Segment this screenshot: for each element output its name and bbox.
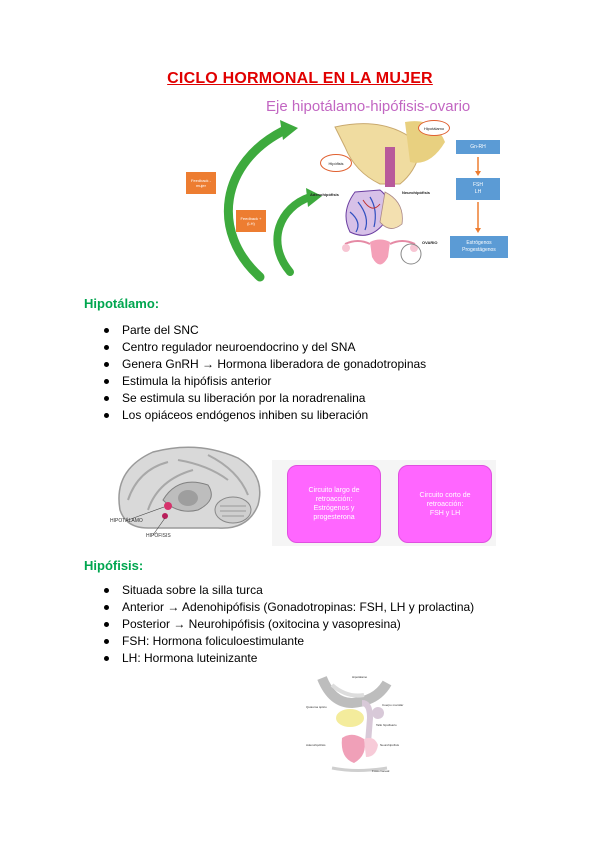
label-fosa: Fosa craneal xyxy=(372,769,390,773)
label-adenohipofisis-fig3: Adenohipófisis xyxy=(306,743,326,747)
label-hipotalamo: Hipotálamo xyxy=(418,120,450,136)
list-item: LH: Hormona luteinizante xyxy=(100,650,474,667)
label-hipotalamo-fig3: Hipotálamo xyxy=(352,675,368,679)
section-heading-hipotalamo: Hipotálamo: xyxy=(84,296,160,311)
label-adenohipofisis: Adenohipófisis xyxy=(310,192,339,197)
label-cuerpo-mamilar: Cuerpo mamilar xyxy=(382,703,404,707)
hipotalamo-list: Parte del SNC Centro regulador neuroendo… xyxy=(100,322,426,424)
axis-diagram-title: Eje hipotálamo-hipófisis-ovario xyxy=(266,98,471,115)
feedback-positive-box: Feedback + (LH) xyxy=(236,210,266,232)
list-item: Se estimula su liberación por la noradre… xyxy=(100,390,426,407)
list-item: Los opiáceos endógenos inhiben su libera… xyxy=(100,407,426,424)
list-item: Genera GnRH → Hormona liberadora de gona… xyxy=(100,356,426,373)
feedback-long-box: Circuito largo de retroacción: Estrógeno… xyxy=(287,465,381,543)
label-neurohipofisis-fig3: Neurohipófisis xyxy=(380,743,400,747)
label-tallo: Tallo hipofisario xyxy=(376,723,397,727)
list-item: Centro regulador neuroendocrino y del SN… xyxy=(100,339,426,356)
brain-diagram: HIPOTÁLAMO HIPÓFISIS xyxy=(108,440,268,544)
list-item: Parte del SNC xyxy=(100,322,426,339)
list-item: FSH: Hormona foliculoestimulante xyxy=(100,633,474,650)
hipofisis-list: Situada sobre la silla turca Anterior → … xyxy=(100,582,474,667)
axis-diagram-art xyxy=(223,120,481,282)
brain-illustration xyxy=(118,446,261,536)
pituitary-diagram: Hipotálamo Quiasma óptico Cuerpo mamilar… xyxy=(302,673,417,776)
list-item: Estimula la hipófisis anterior xyxy=(100,373,426,390)
flow-fsh-lh-box: FSH LH xyxy=(456,178,500,200)
feedback-negative-box: Feedback - mujer xyxy=(186,172,216,194)
label-neurohipofisis: Neurohipófisis xyxy=(402,190,431,195)
label-hipotalamo-brain: HIPOTÁLAMO xyxy=(110,518,143,524)
feedback-short-box: Circuito corto de retroacción: FSH y LH xyxy=(398,465,492,543)
label-hipofisis: Hipófisis xyxy=(320,154,352,172)
list-item: Posterior → Neurohipófisis (oxitocina y … xyxy=(100,616,474,633)
label-ovario: OVARIO xyxy=(422,240,438,245)
axis-diagram: Eje hipotálamo-hipófisis-ovario Feedback… xyxy=(180,92,515,282)
flow-estrogenos-box: Estrógenos Progestágenos xyxy=(450,236,508,258)
label-quiasma: Quiasma óptico xyxy=(306,705,327,709)
pituitary-illustration xyxy=(317,675,392,772)
list-item: Anterior → Adenohipófisis (Gonadotropina… xyxy=(100,599,474,616)
page-title: CICLO HORMONAL EN LA MUJER xyxy=(167,70,433,87)
section-heading-hipofisis: Hipófisis: xyxy=(84,558,144,573)
label-hipofisis-brain: HIPÓFISIS xyxy=(146,533,171,539)
flow-gnrh-box: Gn-RH xyxy=(456,140,500,154)
list-item: Situada sobre la silla turca xyxy=(100,582,474,599)
